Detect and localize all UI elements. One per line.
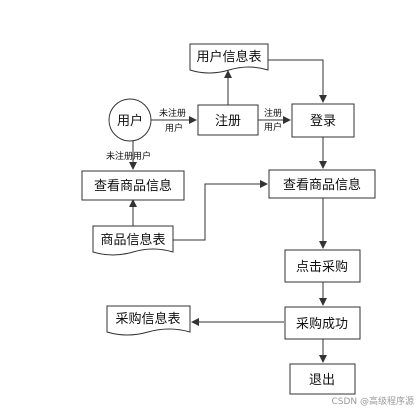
edge-label-registered-2: 用户 bbox=[264, 121, 282, 133]
node-product-table: 商品信息表 bbox=[92, 225, 174, 256]
node-view-left-label: 查看商品信息 bbox=[94, 178, 172, 194]
edge-label-unregistered-down: 未注册用户 bbox=[106, 150, 151, 162]
node-product-table-label: 商品信息表 bbox=[100, 232, 165, 248]
edge-label-unregistered-2: 用户 bbox=[165, 122, 183, 134]
edge-product-table-to-view-right bbox=[173, 180, 268, 241]
edge-user-table-to-login bbox=[268, 59, 327, 103]
node-view-right-label: 查看商品信息 bbox=[283, 177, 361, 193]
node-logout-label: 退出 bbox=[309, 373, 335, 388]
node-logout: 退出 bbox=[289, 363, 356, 395]
node-purchase-success-label: 采购成功 bbox=[296, 316, 348, 332]
watermark: CSDN @高级程序源 bbox=[331, 395, 414, 407]
node-user-label: 用户 bbox=[117, 113, 143, 129]
node-view-right: 查看商品信息 bbox=[268, 169, 376, 199]
node-user-table: 用户信息表 bbox=[189, 43, 269, 74]
node-login: 登录 bbox=[291, 103, 355, 138]
node-user-table-label: 用户信息表 bbox=[196, 49, 261, 65]
node-register-label: 注册 bbox=[215, 114, 241, 129]
node-user: 用户 bbox=[108, 98, 152, 142]
node-purchase-success: 采购成功 bbox=[284, 306, 361, 340]
edge-label-unregistered-1: 未注册 bbox=[159, 107, 186, 119]
node-login-label: 登录 bbox=[310, 114, 336, 129]
node-purchase-table-label: 采购信息表 bbox=[115, 311, 180, 327]
node-view-left: 查看商品信息 bbox=[81, 170, 185, 201]
node-purchase-table: 采购信息表 bbox=[106, 305, 191, 336]
node-click-purchase-label: 点击采购 bbox=[296, 259, 348, 275]
node-register: 注册 bbox=[197, 104, 259, 136]
node-click-purchase: 点击采购 bbox=[284, 249, 361, 283]
edge-label-registered-1: 注册 bbox=[264, 107, 282, 119]
